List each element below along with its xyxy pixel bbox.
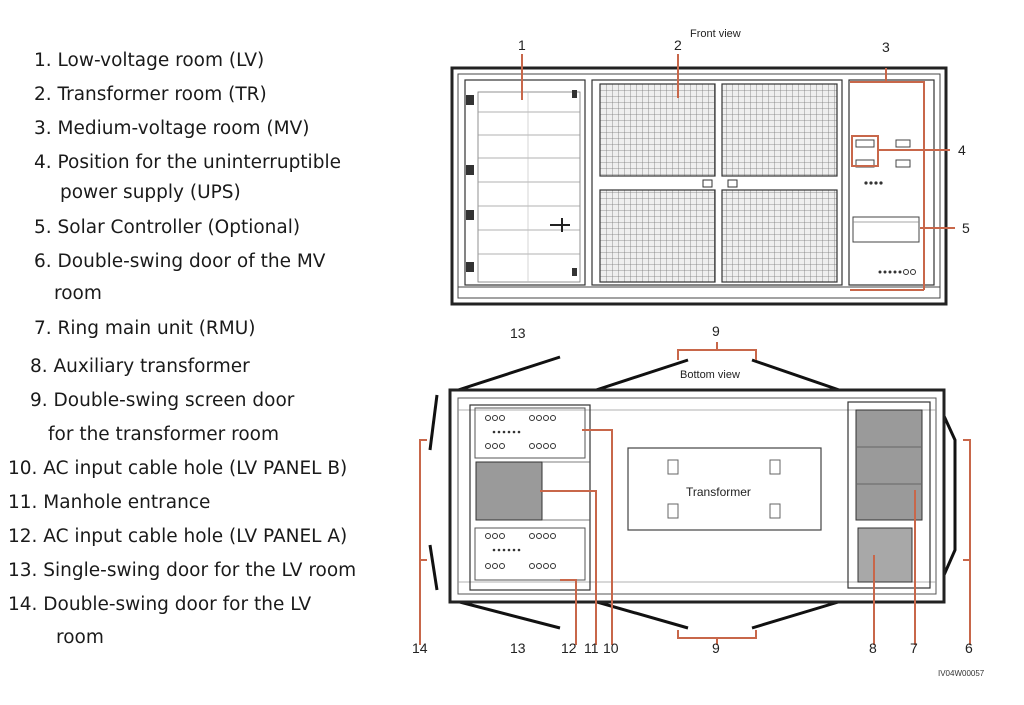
legend-item-11: 11. Manhole entrance — [8, 492, 211, 513]
bottom-transformer: Transformer — [627, 447, 822, 531]
legend-item-4-cont: power supply (UPS) — [60, 182, 241, 203]
transformer-label: Transformer — [686, 485, 751, 499]
legend: 1. Low-voltage room (LV) 2. Transformer … — [0, 0, 400, 705]
legend-item-8: 8. Auxiliary transformer — [30, 356, 250, 377]
legend-item-9-cont: for the transformer room — [48, 424, 279, 445]
front-outer-frame — [450, 66, 948, 306]
legend-item-14-cont: room — [56, 627, 104, 648]
bottom-callout-8: 8 — [869, 640, 877, 656]
legend-item-2: 2. Transformer room (TR) — [34, 84, 267, 105]
front-view: Front view — [450, 28, 970, 306]
bottom-lv-section — [469, 404, 591, 591]
bottom-view: Bottom view — [412, 323, 985, 678]
bottom-callout-12: 12 — [561, 640, 577, 656]
bottom-callout-13-bottom: 13 — [510, 640, 526, 656]
bottom-callout-11: 11 — [584, 640, 599, 656]
legend-item-14: 14. Double-swing door for the LV — [8, 594, 312, 615]
legend-item-4: 4. Position for the uninterruptible — [34, 152, 341, 173]
legend-item-13: 13. Single-swing door for the LV room — [8, 560, 357, 581]
bottom-callout-9-top: 9 — [712, 323, 720, 339]
bottom-callout-9-bottom: 9 — [712, 640, 720, 656]
front-mv-room — [848, 79, 935, 286]
front-callout-lines — [521, 54, 955, 291]
bottom-callout-6: 6 — [965, 640, 973, 656]
bottom-callout-7: 7 — [910, 640, 918, 656]
legend-item-6: 6. Double-swing door of the MV — [34, 251, 326, 272]
front-callout-2: 2 — [674, 37, 682, 53]
bottom-view-title: Bottom view — [680, 369, 740, 381]
bottom-callout-13-top: 13 — [510, 325, 526, 341]
bottom-callout-lines — [419, 342, 971, 645]
front-callout-5: 5 — [962, 220, 970, 236]
legend-item-10: 10. AC input cable hole (LV PANEL B) — [8, 458, 348, 479]
front-callout-4: 4 — [958, 142, 966, 158]
front-callout-1: 1 — [518, 37, 526, 53]
front-lv-room — [464, 79, 586, 286]
front-bottom-rail — [457, 286, 941, 299]
bottom-mv-section — [847, 401, 931, 589]
front-transformer-room — [591, 79, 843, 286]
bottom-inner-frame — [457, 397, 937, 595]
legend-item-1: 1. Low-voltage room (LV) — [34, 50, 265, 71]
legend-item-7: 7. Ring main unit (RMU) — [34, 318, 256, 339]
bottom-callout-14: 14 — [412, 640, 428, 656]
image-code: IV04W00057 — [938, 669, 985, 678]
legend-item-5: 5. Solar Controller (Optional) — [34, 217, 301, 238]
bottom-callout-10: 10 — [603, 640, 619, 656]
legend-item-3: 3. Medium-voltage room (MV) — [34, 118, 310, 139]
container-diagram: Front view — [412, 28, 985, 678]
front-callout-3: 3 — [882, 39, 890, 55]
legend-item-6-cont: room — [54, 283, 102, 304]
front-view-title: Front view — [690, 28, 741, 40]
legend-item-9: 9. Double-swing screen door — [30, 390, 295, 411]
legend-item-12: 12. AC input cable hole (LV PANEL A) — [8, 526, 348, 547]
